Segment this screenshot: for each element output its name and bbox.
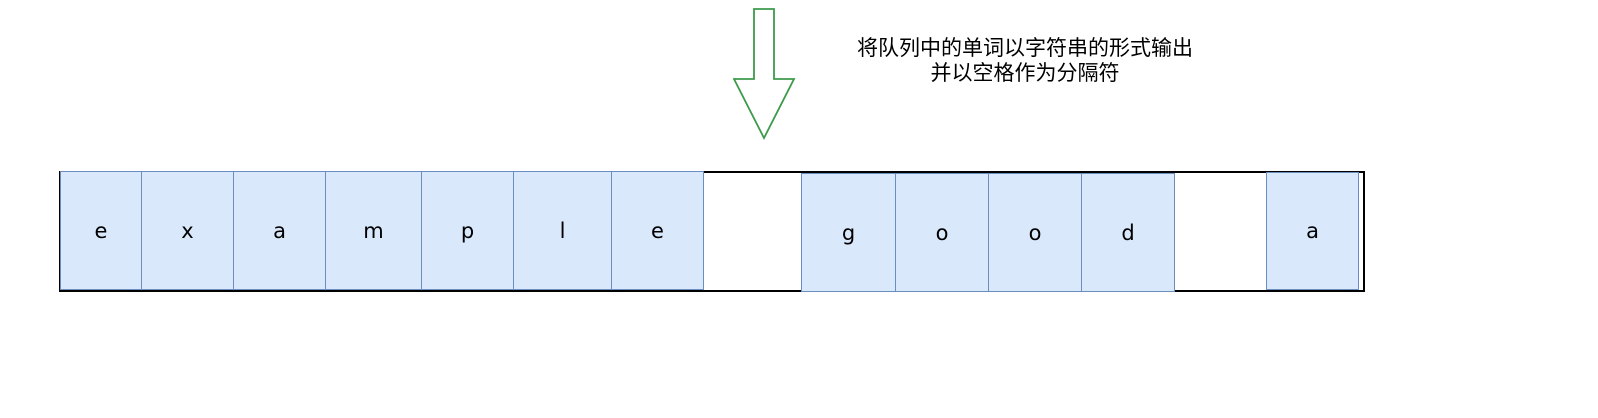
char-cell: e <box>60 171 142 290</box>
char-cell: o <box>895 173 989 292</box>
char-cell: x <box>141 171 234 290</box>
annotation-text: 将队列中的单词以字符串的形式输出 并以空格作为分隔符 <box>820 36 1230 86</box>
down-arrow-icon <box>733 8 796 140</box>
char-cell: p <box>421 171 514 290</box>
char-cell: e <box>611 171 704 290</box>
char-cell: a <box>1266 172 1359 290</box>
char-cell: l <box>513 171 612 290</box>
char-cell: a <box>233 171 326 290</box>
char-cell: d <box>1081 173 1175 292</box>
annotation-line-2: 并以空格作为分隔符 <box>930 61 1120 85</box>
char-cell: m <box>325 171 422 290</box>
char-cell: o <box>988 173 1082 292</box>
char-cell: g <box>801 173 896 292</box>
annotation-line-1: 将队列中的单词以字符串的形式输出 <box>857 36 1193 60</box>
